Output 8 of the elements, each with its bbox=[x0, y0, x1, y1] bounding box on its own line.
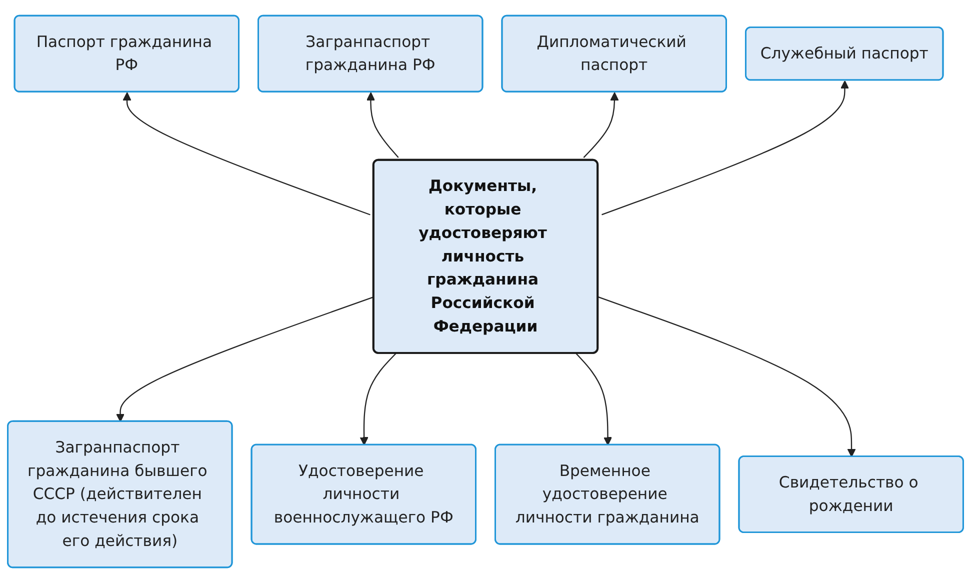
arrow bbox=[598, 296, 856, 458]
arrow bbox=[602, 80, 850, 216]
arrow bbox=[116, 296, 374, 422]
arrow bbox=[122, 92, 370, 216]
arrow bbox=[583, 92, 619, 158]
arrow bbox=[366, 92, 399, 158]
arrow bbox=[576, 353, 612, 446]
arrow bbox=[360, 353, 396, 446]
